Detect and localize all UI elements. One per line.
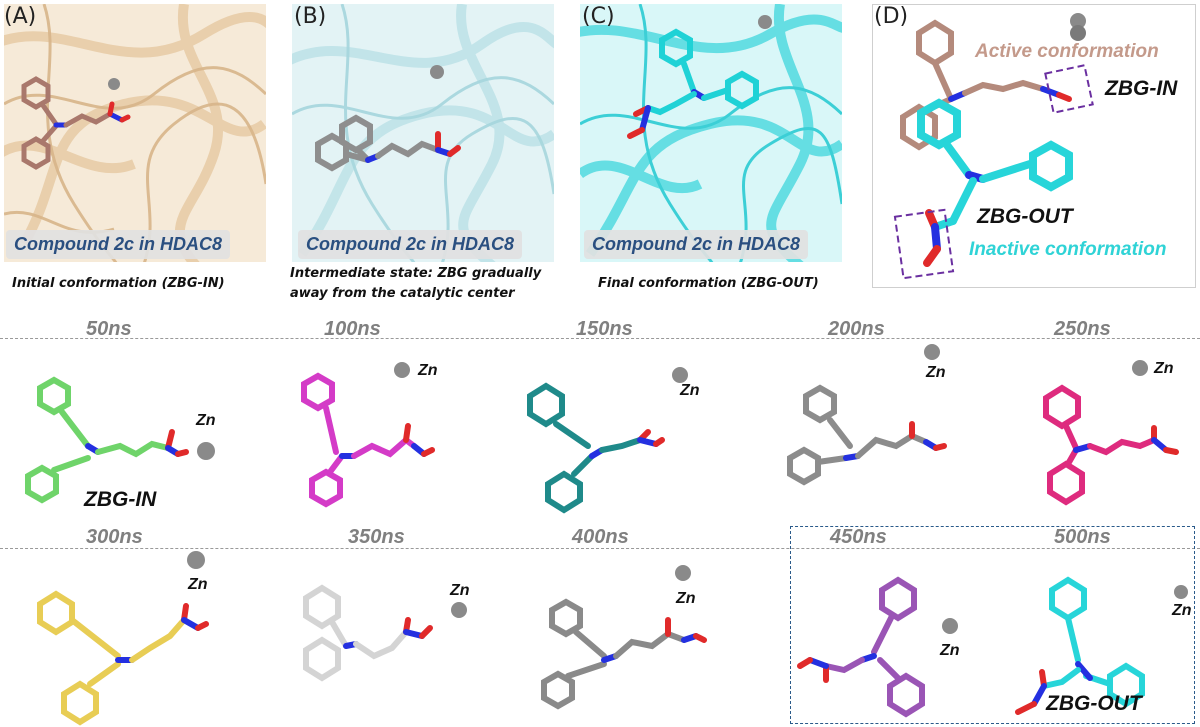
protein-ribbon-c xyxy=(580,4,842,262)
panel-b: Compound 2c in HDAC8 xyxy=(292,4,554,262)
panel-d-letter: (D) xyxy=(874,4,909,29)
zbg-in-tag: ZBG-IN xyxy=(84,488,157,511)
panel-a-letter: (A) xyxy=(4,4,37,29)
panel-b-letter: (B) xyxy=(294,4,327,29)
time-350ns: 350ns xyxy=(348,526,405,548)
panel-a-caption: Initial conformation (ZBG-IN) xyxy=(12,276,225,291)
panel-c-banner: Compound 2c in HDAC8 xyxy=(584,230,809,259)
zn-label-200ns: Zn xyxy=(926,364,946,381)
overlay-conformations xyxy=(893,13,1094,280)
protein-ribbon-a xyxy=(4,4,266,262)
panel-c: Compound 2c in HDAC8 xyxy=(580,4,842,262)
molecule-400ns xyxy=(541,598,707,710)
active-conformation-label: Active conformation xyxy=(975,41,1159,62)
zn-label-500ns: Zn xyxy=(1172,602,1192,619)
panel-c-letter: (C) xyxy=(582,4,615,29)
zn-label-50ns: Zn xyxy=(196,412,216,429)
zn-label-300ns: Zn xyxy=(188,576,208,593)
panel-d: Active conformation ZBG-IN ZBG-OUT Inact… xyxy=(872,4,1196,288)
time-200ns: 200ns xyxy=(828,318,885,340)
panel-a-banner: Compound 2c in HDAC8 xyxy=(6,230,231,259)
row2-separator xyxy=(0,548,1200,549)
zn-label-400ns: Zn xyxy=(676,590,696,607)
molecule-50ns xyxy=(25,376,189,504)
molecule-300ns xyxy=(37,590,209,726)
time-400ns: 400ns xyxy=(572,526,629,548)
panel-a: Compound 2c in HDAC8 xyxy=(4,4,266,262)
panel-b-banner: Compound 2c in HDAC8 xyxy=(298,230,523,259)
panel-c-caption: Final conformation (ZBG-OUT) xyxy=(598,276,819,291)
time-250ns: 250ns xyxy=(1054,318,1111,340)
zbg-out-highlight-box xyxy=(790,526,1195,724)
molecule-250ns xyxy=(1043,384,1179,506)
molecule-200ns xyxy=(787,384,947,486)
time-50ns: 50ns xyxy=(86,318,132,340)
time-100ns: 100ns xyxy=(324,318,381,340)
zbg-out-tag: ZBG-OUT xyxy=(1046,692,1142,715)
zn-label-250ns: Zn xyxy=(1154,360,1174,377)
time-450ns: 450ns xyxy=(830,526,887,548)
time-150ns: 150ns xyxy=(576,318,633,340)
time-500ns: 500ns xyxy=(1054,526,1111,548)
molecule-150ns xyxy=(527,382,665,514)
time-300ns: 300ns xyxy=(86,526,143,548)
row1-separator xyxy=(0,338,1200,339)
panel-b-caption-line1: Intermediate state: ZBG gradually xyxy=(290,266,542,281)
zbg-out-label-d: ZBG-OUT xyxy=(977,205,1073,228)
zn-label-150ns: Zn xyxy=(680,382,700,399)
inactive-conformation-label: Inactive conformation xyxy=(969,239,1167,260)
molecule-100ns xyxy=(301,372,435,508)
molecule-350ns xyxy=(303,584,433,682)
zn-label-100ns: Zn xyxy=(418,362,438,379)
panel-b-caption-line2: away from the catalytic center xyxy=(290,286,515,301)
zn-label-350ns: Zn xyxy=(450,582,470,599)
protein-ribbon-b xyxy=(292,4,554,262)
zn-label-450ns: Zn xyxy=(940,642,960,659)
zbg-in-label-d: ZBG-IN xyxy=(1105,77,1178,100)
